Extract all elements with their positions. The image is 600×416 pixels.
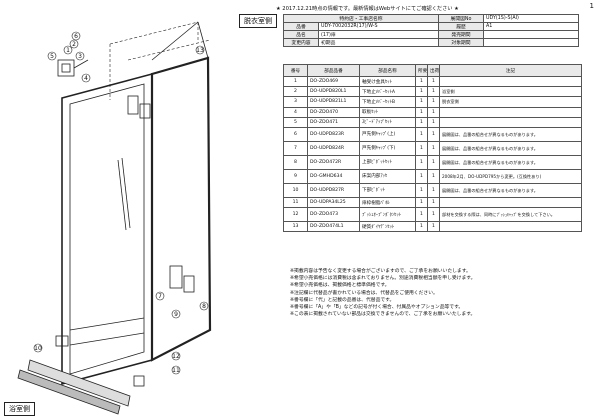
upper-pivot-bracket (127, 95, 151, 119)
info-table: 特約店・工事店名称 展開図No UDY(1S)-S(AI) 品番 UDY-700… (283, 14, 579, 47)
door-frame (61, 72, 153, 386)
bottom-rail (17, 359, 131, 415)
header-qty: 所要数 (415, 64, 428, 77)
callout-8: 8 (199, 301, 209, 311)
header-no: 番号 (283, 64, 308, 77)
part-note (439, 196, 582, 209)
callout-label: 10 (34, 345, 42, 352)
callout-2: 2 (69, 39, 79, 49)
callout-10: 10 (33, 343, 43, 353)
notes-block: ※掲載内容は予告なく変更する場合がございますので、ご了承をお願いいたします。 ※… (290, 268, 475, 318)
callout-4: 4 (81, 73, 91, 83)
callout-label: 5 (50, 53, 54, 60)
callout-label: 11 (172, 367, 180, 374)
callout-label: 3 (78, 53, 82, 60)
note-line: ※この表に掲載されていない部品は交換できませんので、ご了承をお願いいたします。 (290, 312, 476, 318)
parts-table: 番号 部品品番 部品名称 所要数 出荷単位 注記 1DO-ZDO469軸受け金具… (283, 64, 582, 233)
callout-13: 13 (195, 45, 205, 55)
target-period-value (483, 38, 579, 47)
callout-label: 2 (72, 41, 76, 48)
callout-6: 6 (71, 31, 81, 41)
callout-9: 9 (171, 309, 181, 319)
callout-label: 9 (174, 311, 178, 318)
callout-3: 3 (75, 51, 85, 61)
note-line: ※希望小売価格には消費税は含まれておりません。別途消費税相当額を申し受けます。 (290, 276, 476, 282)
part-note (439, 221, 582, 233)
part-note (439, 116, 582, 128)
header-unit: 出荷単位 (427, 64, 440, 77)
wall-frame-outline (109, 21, 211, 100)
note-line: ※掲載内容は予告なく変更する場合がございますので、ご了承をお願いいたします。 (290, 269, 471, 274)
label-dressing-room: 脱衣室側 (239, 14, 277, 28)
note-line: ※番号欄に「代」と記載の品番は、代替品です。 (290, 297, 395, 303)
callout-label: 4 (84, 75, 88, 82)
callout-label: 13 (196, 47, 204, 54)
callout-label: 8 (202, 303, 206, 310)
top-bracket (57, 59, 89, 77)
callout-12: 12 (171, 351, 181, 361)
panel-13 (150, 21, 212, 362)
callout-7: 7 (155, 291, 165, 301)
callout-5: 5 (47, 51, 57, 61)
callout-11: 11 (171, 365, 181, 375)
callout-label: 7 (158, 293, 162, 300)
callout-1: 1 (63, 45, 73, 55)
note-line: ※番号欄に「A」や「B」などの記号が付く場合、付属品やオプション品等です。 (290, 305, 464, 311)
note-line: ※注記欄に代替品が書かれている場合は、代替品をご使用ください。 (290, 290, 438, 296)
floor-guide (55, 335, 145, 387)
page-number: 1 (589, 2, 594, 10)
callout-label: 1 (66, 47, 70, 54)
note-line: ※希望小売価格は、掲載価格と標準価格です。 (290, 283, 390, 289)
callout-label: 6 (74, 33, 78, 40)
notice-text: ★ 2017.12.21時点の情報です。最新情報はWebサイトにてご確認ください… (276, 6, 459, 12)
callout-label: 12 (172, 353, 180, 360)
middle-bracket (169, 265, 195, 293)
